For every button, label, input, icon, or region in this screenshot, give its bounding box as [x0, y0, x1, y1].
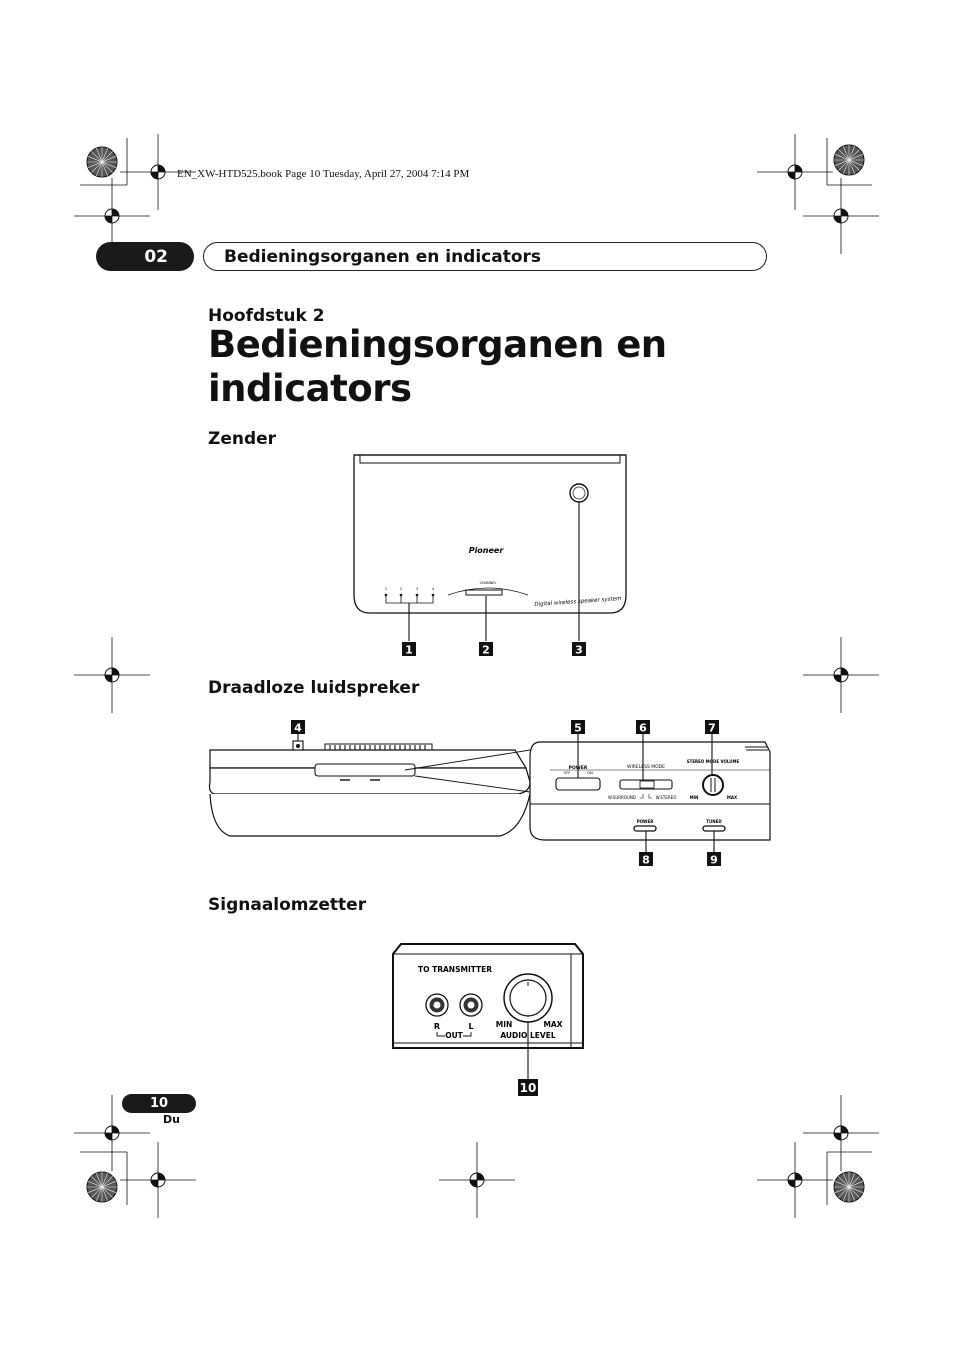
speaker-illustration: 4 POWER OFF ON WIRELESS MODE W.SURROUND …: [208, 720, 771, 867]
chapter-number-badge: 02: [96, 242, 194, 271]
chapter-label: Hoofdstuk 2: [208, 306, 325, 326]
svg-text:2: 2: [482, 644, 490, 657]
audio-level-knob: [503, 973, 553, 1023]
power-switch: [555, 777, 601, 791]
callout-4: 4: [291, 720, 305, 735]
callout-9: 9: [707, 852, 721, 867]
svg-text:6: 6: [639, 722, 647, 735]
converter-illustration: TO TRANSMITTER R L OUT MIN MAX AUDIO LEV…: [392, 943, 584, 1096]
output-jack-l: [459, 993, 483, 1017]
svg-text:5: 5: [574, 722, 582, 735]
svg-text:3: 3: [416, 587, 418, 591]
page-language: Du: [163, 1113, 180, 1126]
jack-l-label: L: [468, 1022, 473, 1031]
svg-text:7: 7: [708, 722, 716, 735]
callout-3: 3: [572, 642, 586, 657]
channel-label: CHANNEL: [480, 581, 497, 585]
tuned-indicator-label: TUNED: [706, 819, 722, 824]
callout-10: 10: [518, 1079, 538, 1096]
svg-text:1: 1: [405, 644, 413, 657]
callout-1: 1: [402, 642, 416, 657]
tuned-indicator: [702, 825, 726, 832]
volume-max-label: MAX: [727, 795, 737, 800]
svg-text:10: 10: [520, 1081, 537, 1095]
callout-5: 5: [571, 720, 585, 735]
callout-7: 7: [705, 720, 719, 735]
chapter-title-bar: Bedieningsorganen en indicators: [203, 242, 767, 271]
svg-text:3: 3: [575, 644, 583, 657]
page-title: Bedieningsorganen en indicators: [208, 323, 728, 411]
section-heading-speaker: Draadloze luidspreker: [208, 678, 420, 698]
power-indicator-label: POWER: [637, 819, 654, 824]
callout-2: 2: [479, 642, 493, 657]
stereo-mode-volume-label: STEREO MODE VOLUME: [687, 759, 740, 764]
power-off-label: OFF: [564, 771, 571, 775]
output-jack-r: [425, 993, 449, 1017]
svg-text:8: 8: [642, 854, 650, 867]
w-stereo-label: W.STEREO: [656, 795, 677, 800]
callout-8: 8: [639, 852, 653, 867]
out-label: OUT: [445, 1031, 463, 1040]
section-heading-transmitter: Zender: [208, 429, 277, 449]
power-indicator: [633, 825, 657, 832]
transmitter-illustration: Pioneer CHANNEL 1 2 3 4 Digital wireless…: [353, 454, 627, 657]
svg-text:2: 2: [400, 587, 402, 591]
channel-button: [465, 589, 503, 596]
audio-min-label: MIN: [496, 1020, 513, 1029]
section-heading-converter: Signaalomzetter: [208, 895, 367, 915]
chapter-bar-title: Bedieningsorganen en indicators: [224, 246, 542, 267]
page-title-line-2: indicators: [208, 367, 412, 410]
page-number-badge: 10: [122, 1094, 196, 1113]
page-title-line-1: Bedieningsorganen en: [208, 323, 667, 366]
wireless-mode-label: WIRELESS MODE: [627, 764, 665, 770]
audio-max-label: MAX: [543, 1020, 562, 1029]
power-on-label: ON: [587, 771, 593, 775]
w-surround-label: W.SURROUND: [608, 795, 636, 800]
print-header: EN_XW-HTD525.book Page 10 Tuesday, April…: [177, 168, 470, 180]
svg-text:4: 4: [432, 587, 435, 591]
volume-knob: [702, 774, 724, 796]
svg-text:4: 4: [294, 722, 302, 735]
jack-r-label: R: [434, 1022, 440, 1031]
svg-text:9: 9: [710, 854, 718, 867]
volume-min-label: MIN: [690, 795, 699, 800]
to-transmitter-label: TO TRANSMITTER: [418, 965, 492, 974]
svg-text:1: 1: [385, 587, 387, 591]
callout-6: 6: [636, 720, 650, 735]
brand-logo: Pioneer: [469, 546, 505, 555]
